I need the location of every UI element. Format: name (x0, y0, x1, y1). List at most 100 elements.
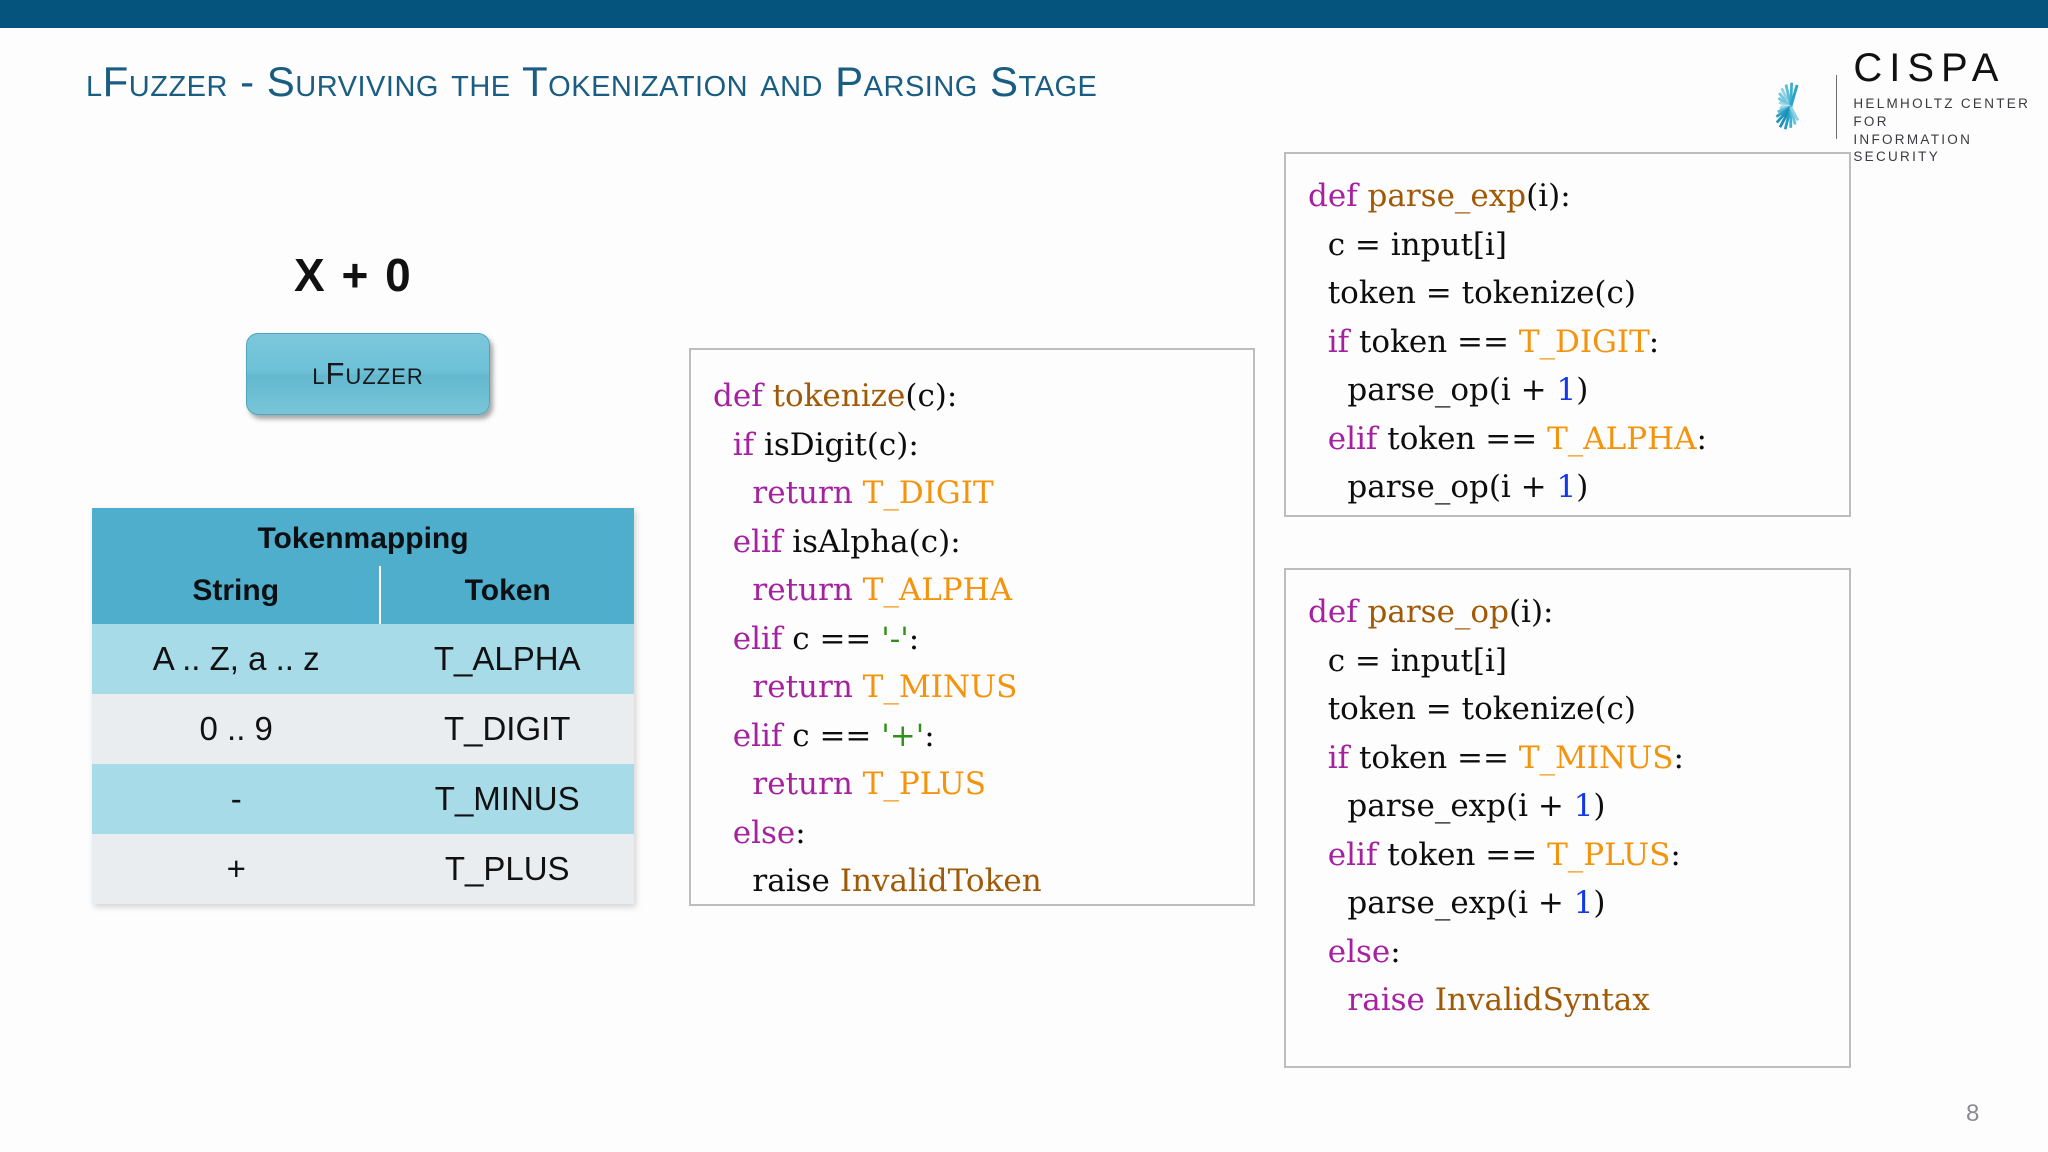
cell-token: T_DIGIT (380, 694, 634, 764)
code-line: raise InvalidSyntax (1308, 976, 1829, 1025)
code-token: 1 (1556, 372, 1577, 408)
code-line: token = tokenize(c) (1308, 269, 1829, 318)
code-token: InvalidSyntax (1434, 982, 1650, 1018)
code-token: isAlpha(c): (792, 523, 961, 560)
code-token (1308, 837, 1328, 873)
code-token (713, 621, 733, 657)
code-token (713, 524, 733, 560)
code-token: token = tokenize(c) (1308, 691, 1636, 727)
code-token: token = tokenize(c) (1308, 275, 1636, 311)
code-block-parse-exp: def parse_exp(i): c = input[i] token = t… (1284, 152, 1851, 517)
code-token: : (1390, 933, 1401, 970)
code-token: parse_exp (1367, 178, 1527, 214)
code-token: def (1308, 178, 1368, 214)
code-token: : (1696, 420, 1707, 457)
code-line: if token == T_DIGIT: (1308, 318, 1829, 367)
code-token: c == (792, 620, 882, 657)
code-token: c == (792, 717, 882, 754)
lfuzzer-button[interactable]: lFuzzer (246, 333, 490, 415)
code-token: InvalidToken (839, 863, 1042, 899)
code-token: parse_exp(i + (1308, 788, 1574, 824)
code-line: parse_exp(i + 1) (1308, 782, 1829, 831)
code-token: raise (1347, 982, 1435, 1018)
code-token: return (752, 766, 863, 802)
code-token: parse_op(i + (1308, 469, 1557, 505)
code-line: raise InvalidToken (713, 857, 1233, 906)
code-token: else (1327, 933, 1391, 970)
code-token: parse_op (1367, 594, 1509, 630)
code-token: : (924, 717, 935, 754)
code-token: elif (732, 620, 793, 657)
code-token: : (1648, 323, 1660, 360)
code-token (713, 815, 733, 851)
code-token (713, 863, 752, 899)
code-token: return (752, 475, 863, 511)
code-token (713, 766, 752, 802)
cell-string: + (92, 834, 381, 904)
cell-string: 0 .. 9 (92, 694, 381, 764)
code-line: if token == T_MINUS: (1308, 734, 1829, 783)
code-line: else: (713, 809, 1233, 858)
code-token: '+' (881, 717, 925, 754)
code-token: elif (732, 523, 793, 560)
code-line: def parse_op(i): (1308, 588, 1829, 637)
code-token: : (795, 814, 806, 851)
code-token: elif (1327, 836, 1388, 873)
code-token: (i): (1526, 178, 1571, 214)
code-token: T_MINUS (1518, 739, 1674, 776)
tokenmapping-table: Tokenmapping String Token A .. Z, a .. z… (92, 508, 634, 904)
lfuzzer-button-label: lFuzzer (312, 356, 424, 391)
table-row: -T_MINUS (92, 764, 634, 834)
code-line: c = input[i] (1308, 221, 1829, 270)
code-line: elif token == T_ALPHA: (1308, 415, 1829, 464)
code-token (1308, 982, 1347, 1018)
page-number: 8 (1966, 1100, 1980, 1127)
code-token: token == (1387, 420, 1548, 457)
code-token: ) (1576, 372, 1589, 408)
page-title: lFuzzer - Surviving the Tokenization and… (86, 58, 1098, 105)
code-token (713, 669, 752, 705)
code-token: return (752, 572, 863, 608)
code-token: : (1670, 836, 1681, 873)
code-block-tokenize: def tokenize(c): if isDigit(c): return T… (689, 348, 1255, 906)
code-token (1308, 421, 1328, 457)
code-token: tokenize (772, 378, 906, 414)
code-token: T_PLUS (1547, 836, 1671, 873)
code-token: def (1308, 594, 1368, 630)
code-token: 1 (1556, 469, 1577, 505)
cell-token: T_ALPHA (380, 624, 634, 694)
code-token (713, 572, 752, 608)
column-header-string: String (92, 566, 382, 624)
code-token: parse_exp(i + (1308, 885, 1574, 921)
code-token: (i): (1508, 594, 1554, 630)
code-token: T_MINUS (862, 669, 1018, 705)
code-token: def (713, 378, 773, 414)
input-expression: X + 0 (294, 249, 413, 301)
code-token (713, 427, 733, 463)
code-token: (c): (905, 378, 958, 414)
code-line: elif isAlpha(c): (713, 518, 1233, 567)
code-line: elif token == T_PLUS: (1308, 831, 1829, 880)
code-block-parse-op: def parse_op(i): c = input[i] token = to… (1284, 568, 1851, 1068)
code-token: token == (1387, 836, 1548, 873)
code-token: elif (732, 717, 793, 754)
code-token: '-' (881, 620, 909, 657)
logo-subtitle-line2: INFORMATION SECURITY (1853, 131, 1973, 165)
code-token: c = input[i] (1308, 642, 1508, 679)
cell-string: - (92, 764, 381, 834)
code-token: ) (1576, 469, 1589, 505)
code-line: elif c == '+': (713, 712, 1233, 761)
code-line: elif c == '-': (713, 615, 1233, 664)
logo-divider (1835, 75, 1838, 140)
code-token: if (1327, 323, 1359, 360)
code-token: elif (1327, 420, 1388, 457)
tokenmapping-caption: Tokenmapping (92, 508, 634, 566)
logo-subtitle-line1: HELMHOLTZ CENTER FOR (1853, 96, 2031, 129)
cispa-c-dashes-icon (1759, 75, 1807, 139)
code-token: T_ALPHA (862, 572, 1013, 608)
code-token: : (908, 620, 920, 657)
code-token: ) (1593, 885, 1606, 921)
cispa-logo: CISPA HELMHOLTZ CENTER FOR INFORMATION S… (1756, 48, 2048, 166)
